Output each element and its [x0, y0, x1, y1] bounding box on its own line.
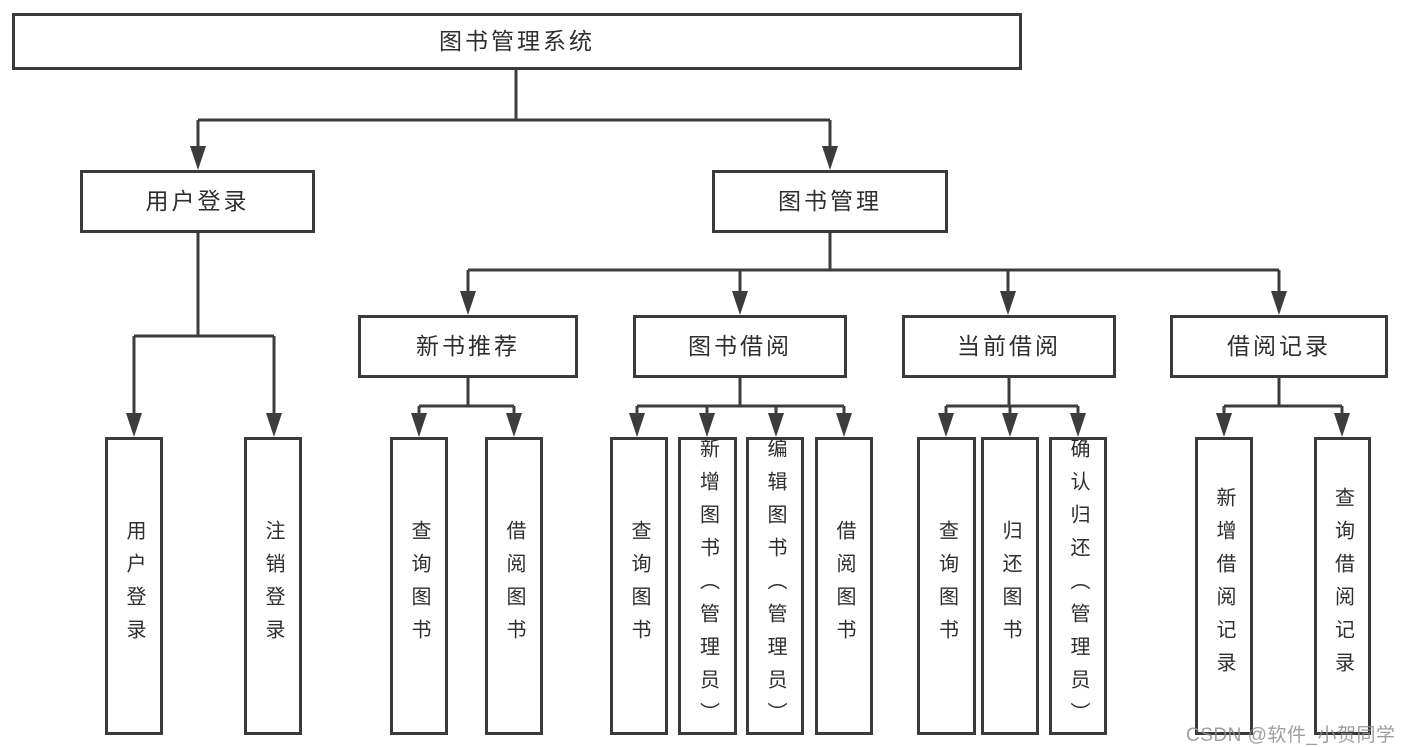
leaf-edit-book-admin: 编辑图书（管理员） — [746, 437, 804, 735]
leaf-return-book-label: 归还图书 — [999, 520, 1021, 652]
leaf-borrow-book-recommend: 借阅图书 — [485, 437, 543, 735]
arrowhead-icons — [126, 146, 1350, 437]
leaf-borrow-book-recommend-label: 借阅图书 — [503, 520, 525, 652]
leaf-user-login-label: 用户登录 — [123, 520, 145, 652]
leaf-query-book-recommend-label: 查询图书 — [408, 520, 430, 652]
leaf-add-borrow-record: 新增借阅记录 — [1195, 437, 1253, 735]
leaf-borrow-book-borrowing: 借阅图书 — [815, 437, 873, 735]
node-borrowing-records-label: 借阅记录 — [1227, 333, 1331, 359]
node-new-book-recommend-label: 新书推荐 — [416, 333, 520, 359]
leaf-query-book-borrowing: 查询图书 — [610, 437, 668, 735]
node-book-management: 图书管理 — [712, 170, 948, 233]
leaf-query-book-current-label: 查询图书 — [935, 520, 958, 652]
leaf-logout-label: 注销登录 — [262, 520, 284, 652]
node-root-system: 图书管理系统 — [12, 13, 1022, 70]
leaf-edit-book-admin-label: 编辑图书（管理员） — [764, 437, 786, 735]
node-root-system-label: 图书管理系统 — [439, 28, 595, 54]
node-new-book-recommend: 新书推荐 — [358, 315, 578, 378]
node-user-login-label: 用户登录 — [145, 188, 250, 214]
node-book-borrowing: 图书借阅 — [633, 315, 847, 378]
leaf-confirm-return-admin-label: 确认归还（管理员） — [1067, 437, 1089, 735]
leaf-user-login: 用户登录 — [105, 437, 163, 735]
leaf-logout: 注销登录 — [244, 437, 302, 735]
node-current-borrowing-label: 当前借阅 — [957, 333, 1061, 359]
leaf-add-book-admin: 新增图书（管理员） — [678, 437, 737, 735]
leaf-confirm-return-admin: 确认归还（管理员） — [1049, 437, 1107, 735]
node-user-login: 用户登录 — [80, 170, 315, 233]
leaf-query-book-borrowing-label: 查询图书 — [628, 520, 650, 652]
csdn-watermark: CSDN @软件_小贺同学 — [1186, 725, 1396, 746]
node-current-borrowing: 当前借阅 — [902, 315, 1116, 378]
leaf-add-borrow-record-label: 新增借阅记录 — [1213, 487, 1235, 685]
leaf-query-book-current: 查询图书 — [917, 437, 976, 735]
node-book-management-label: 图书管理 — [778, 188, 882, 214]
leaf-add-book-admin-label: 新增图书（管理员） — [696, 437, 719, 735]
node-book-borrowing-label: 图书借阅 — [688, 333, 792, 359]
leaf-query-book-recommend: 查询图书 — [390, 437, 448, 735]
node-borrowing-records: 借阅记录 — [1170, 315, 1388, 378]
leaf-return-book: 归还图书 — [981, 437, 1039, 735]
leaf-borrow-book-borrowing-label: 借阅图书 — [833, 520, 855, 652]
leaf-query-borrow-record: 查询借阅记录 — [1314, 437, 1371, 735]
leaf-query-borrow-record-label: 查询借阅记录 — [1331, 487, 1354, 685]
